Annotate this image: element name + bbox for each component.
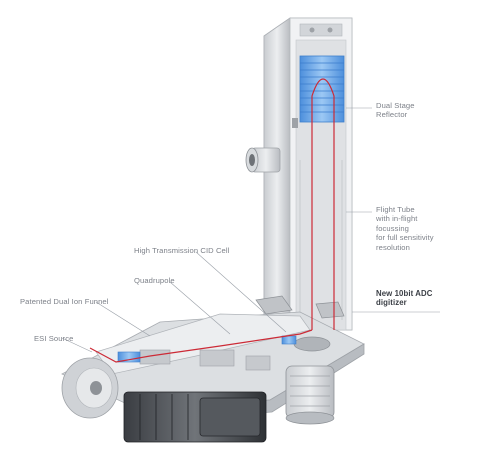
label-line: Reflector — [376, 110, 408, 120]
label-line: focussing — [376, 223, 409, 233]
label-line: with in-flight — [376, 214, 418, 224]
label-line: digitizer — [376, 298, 407, 308]
ion-path — [89, 78, 335, 363]
label-line: Dual Stage — [376, 101, 415, 110]
label-line: New 10bit ADC — [376, 289, 433, 298]
label-ion-funnel: Patented Dual Ion Funnel — [20, 297, 109, 306]
label-cid-cell: High Transmission CID Cell — [134, 246, 230, 255]
turbo-pump — [285, 365, 335, 425]
label-esi-source: ESI Source — [34, 334, 74, 343]
esi-source — [61, 357, 119, 419]
side-pump — [245, 147, 281, 173]
leader-lines — [61, 107, 440, 353]
label-reflector: Dual Stage Reflector — [376, 101, 415, 120]
label-line: Flight Tube — [376, 205, 415, 214]
label-flight-tube: Flight Tube with in-flight focussing for… — [376, 205, 434, 252]
label-line: resolution — [376, 242, 410, 252]
label-line: for full sensitivity — [376, 233, 434, 243]
rough-pump — [123, 391, 267, 443]
label-adc: New 10bit ADC digitizer — [376, 289, 432, 308]
label-quadrupole: Quadrupole — [134, 276, 175, 285]
reflector — [299, 55, 345, 123]
